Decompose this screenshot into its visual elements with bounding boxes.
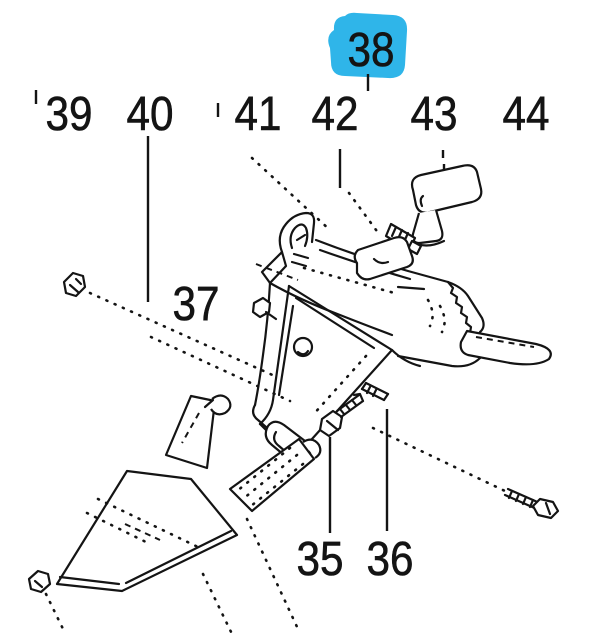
nut-art — [27, 271, 87, 594]
dotted-axis-lines — [44, 156, 507, 637]
knob-art — [409, 164, 483, 247]
part-label-36[interactable]: 36 — [366, 533, 414, 587]
leader-lines — [34, 74, 446, 533]
part-label-38[interactable]: 38 — [347, 24, 395, 78]
part-label-44[interactable]: 44 — [502, 88, 550, 142]
cone-art — [164, 394, 322, 513]
funnel-art — [55, 469, 239, 593]
bolt-art — [503, 487, 560, 520]
clamp-plate-art — [251, 284, 394, 465]
part-labels: 35 36 37 38 39 40 41 42 43 44 — [45, 24, 550, 587]
highlight-marker — [328, 12, 408, 79]
part-label-41[interactable]: 41 — [234, 88, 282, 142]
part-label-40[interactable]: 40 — [126, 88, 174, 142]
part-label-37[interactable]: 37 — [172, 278, 220, 332]
part-label-43[interactable]: 43 — [410, 88, 458, 142]
part-label-39[interactable]: 39 — [45, 88, 93, 142]
plate-art — [353, 236, 414, 281]
part-label-35[interactable]: 35 — [296, 533, 344, 587]
screw-art — [318, 381, 390, 438]
part-label-42[interactable]: 42 — [311, 88, 359, 142]
